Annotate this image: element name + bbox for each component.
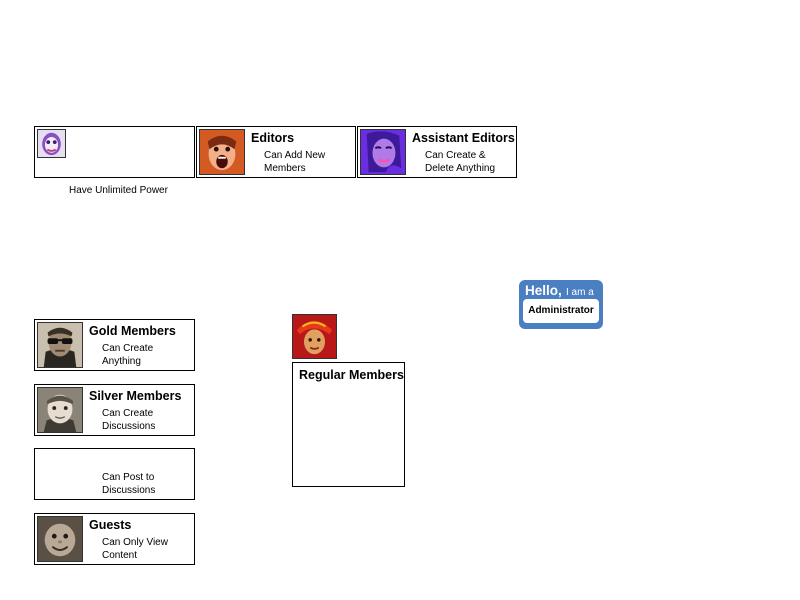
purple-face-avatar-icon [37,129,66,158]
hello-role: Administrator [528,305,594,316]
group-card-editors: Editors Can Add New Members [196,126,356,178]
silver-members-description: Can Create Discussions [102,408,156,432]
child-photo-avatar-icon [37,387,83,433]
silver-members-title: Silver Members [89,389,182,403]
group-card-admin [34,126,195,178]
assistant-editors-title: Assistant Editors [412,131,515,145]
editors-description: Can Add New Members [264,150,326,174]
regular-members-title: Regular Members [299,368,404,382]
hello-role-box: Administrator [523,299,599,323]
bronze-members-description: Can Post to Discussions [102,472,156,496]
admin-description: Have Unlimited Power [69,185,168,196]
screaming-woman-avatar-icon [199,129,245,175]
man-sunglasses-avatar-icon [37,322,83,368]
group-card-regular-members: Regular Members [292,362,405,487]
editors-title: Editors [251,131,295,145]
boy-red-hat-avatar-icon [292,314,337,359]
gold-members-description: Can Create Anything [102,343,154,367]
group-card-bronze-members: Can Post to Discussions [34,448,195,500]
guests-title: Guests [89,518,132,532]
purple-woman-avatar-icon [360,129,406,175]
gold-members-title: Gold Members [89,324,176,338]
hello-badge: Hello, I am a Administrator [519,280,603,329]
group-card-guests: Guests Can Only View Content [34,513,195,565]
group-card-gold-members: Gold Members Can Create Anything [34,319,195,371]
baby-photo-avatar-icon [37,516,83,562]
hello-subtitle: I am a [566,287,594,298]
group-card-silver-members: Silver Members Can Create Discussions [34,384,195,436]
hello-greeting: Hello, [525,283,562,298]
group-card-assistant-editors: Assistant Editors Can Create & Delete An… [357,126,517,178]
assistant-editors-description: Can Create & Delete Anything [425,150,496,174]
guests-description: Can Only View Content [102,537,168,561]
